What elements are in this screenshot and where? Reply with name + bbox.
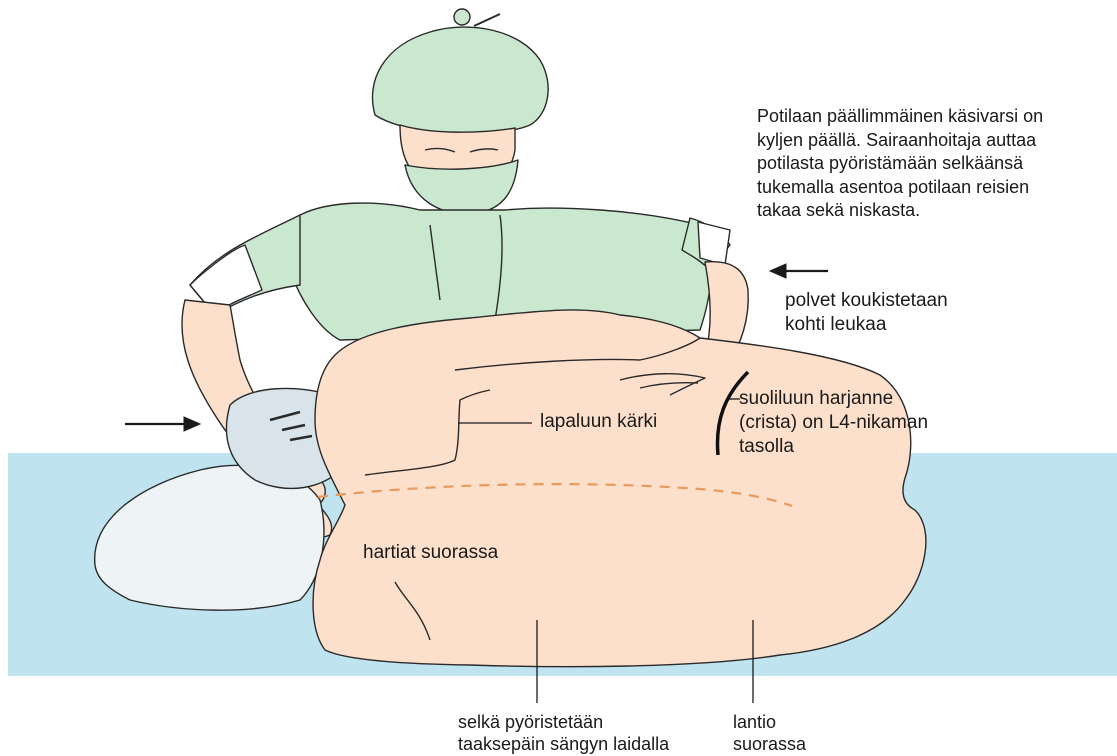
scapula-tip-label: lapaluun kärki	[540, 410, 657, 434]
back-label: selkä pyöristetään taaksepäin sängyn lai…	[458, 711, 669, 755]
knees-label: polvet koukistetaan kohti leukaa	[785, 289, 948, 337]
patient-body	[313, 310, 926, 667]
shoulders-label: hartiat suorassa	[363, 541, 498, 565]
iliac-crest-label: suoliluun harjanne (crista) on L4-nikama…	[739, 387, 928, 459]
right-cuff	[698, 222, 730, 265]
cap-clip	[474, 14, 500, 26]
knee-arrow-head	[770, 264, 786, 278]
pelvis-label: lantio suorassa	[733, 711, 806, 755]
head-arrow-head	[184, 417, 200, 431]
instruction-text: Potilaan päällimmäinen käsivarsi on kylj…	[757, 105, 1117, 223]
cap-knot	[454, 9, 470, 25]
nurse-cap	[372, 27, 548, 134]
